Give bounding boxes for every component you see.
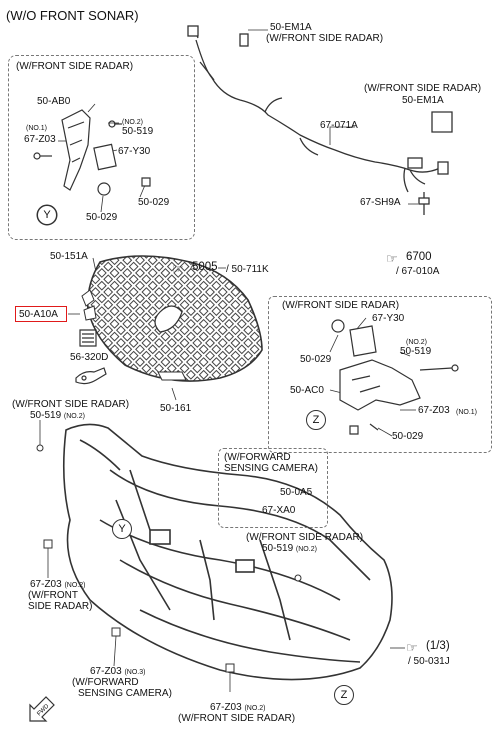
ref-67-010A[interactable]: / 67-010A <box>396 266 440 277</box>
label-67-Y30-right[interactable]: 67-Y30 <box>372 313 405 324</box>
radar-right-heading: (W/FRONT SIDE RADAR) <box>282 300 400 311</box>
note-radar-bottom: (W/FRONT SIDE RADAR) <box>178 713 296 724</box>
front-bumper <box>62 423 393 681</box>
label-50-029-right-a[interactable]: 50-029 <box>300 354 332 365</box>
callout-y-mid: Y <box>112 519 132 539</box>
label-50-029-left-b[interactable]: 50-029 <box>138 197 170 208</box>
camera-heading-1: (W/FORWARD <box>224 452 291 463</box>
label-67-Z03-right[interactable]: 67-Z03 <box>418 405 450 416</box>
ref-50-711K[interactable]: / 50-711K <box>226 264 269 275</box>
highlight-50-A10A <box>15 306 67 322</box>
label-50-151A[interactable]: 50-151A <box>50 251 88 262</box>
radar-left-heading: (W/FRONT SIDE RADAR) <box>16 61 134 72</box>
callout-y-top: Y <box>37 205 57 225</box>
note-no1-left: (NO.1) <box>26 125 47 132</box>
label-50-EM1A-top[interactable]: 50-EM1A <box>270 22 312 33</box>
label-50-0A5[interactable]: 50-0A5 <box>280 487 313 498</box>
label-50-161[interactable]: 50-161 <box>160 403 192 414</box>
front-grille <box>81 255 263 382</box>
label-50-519-bottom-left[interactable]: 50-519 (NO.2) <box>30 410 85 421</box>
radar-bracket-left <box>33 109 151 196</box>
radar-right-group <box>268 296 492 453</box>
label-50-519-left[interactable]: 50-519 <box>122 126 154 137</box>
pointing-hand-icon: ☞ <box>406 640 418 655</box>
label-67-Z03-bottom[interactable]: 67-Z03 (NO.2) <box>210 702 266 713</box>
label-67-Z03-left[interactable]: 67-Z03 <box>24 134 56 145</box>
label-50-EM1A-right[interactable]: 50-EM1A <box>402 95 444 106</box>
pointing-hand-icon: ☞ <box>172 261 184 276</box>
pointing-hand-icon: ☞ <box>386 251 398 266</box>
diagram-title: (W/O FRONT SONAR) <box>6 8 139 23</box>
label-50-519-right[interactable]: 50-519 <box>400 346 432 357</box>
note-no1-right: (NO.1) <box>456 409 477 416</box>
ref-50-031J[interactable]: / 50-031J <box>408 656 450 667</box>
note-radar-519-left: (W/FRONT SIDE RADAR) <box>12 399 130 410</box>
radar-left-group <box>8 55 195 240</box>
label-50-AB0[interactable]: 50-AB0 <box>37 96 71 107</box>
label-67-Z03-camera[interactable]: 67-Z03 (NO.3) <box>90 666 146 677</box>
note-z03-bl-2: SIDE RADAR) <box>28 601 93 612</box>
label-67-071A[interactable]: 67-071A <box>320 120 358 131</box>
ref-5005[interactable]: 5005 <box>192 261 218 273</box>
note-z03-bl-1: (W/FRONT <box>28 590 78 601</box>
wiring-harness <box>187 25 453 215</box>
note-no2-left: (NO.2) <box>122 119 143 126</box>
note-camera-1: (W/FORWARD <box>72 677 139 688</box>
note-camera-2: SENSING CAMERA) <box>78 688 172 699</box>
label-56-320D[interactable]: 56-320D <box>70 352 109 363</box>
label-67-SH9A[interactable]: 67-SH9A <box>360 197 401 208</box>
camera-group <box>218 448 328 528</box>
label-50-519-bottom-right[interactable]: 50-519 (NO.2) <box>262 543 317 554</box>
bumper-fasteners <box>36 444 302 673</box>
camera-heading-2: SENSING CAMERA) <box>224 463 318 474</box>
note-radar-519-right: (W/FRONT SIDE RADAR) <box>246 532 364 543</box>
note-em1a-top: (W/FRONT SIDE RADAR) <box>266 33 384 44</box>
label-50-029-right-b[interactable]: 50-029 <box>392 431 424 442</box>
fwd-arrow-icon: FWD <box>29 696 55 722</box>
label-67-Z03-bottom-left[interactable]: 67-Z03 (NO.2) <box>30 579 86 590</box>
label-50-AC0[interactable]: 50-AC0 <box>290 385 324 396</box>
part-56-320D <box>75 329 107 385</box>
ref-6700[interactable]: 6700 <box>406 251 432 263</box>
ref-1-3[interactable]: (1/3) <box>426 640 450 652</box>
label-50-029-left-a[interactable]: 50-029 <box>86 212 118 223</box>
label-67-Y30-left[interactable]: 67-Y30 <box>118 146 151 157</box>
callout-z-mid: Z <box>306 410 326 430</box>
note-em1a-right: (W/FRONT SIDE RADAR) <box>364 83 482 94</box>
radar-bracket-right <box>331 319 459 435</box>
note-no2-right: (NO.2) <box>406 339 427 346</box>
callout-z-bottom: Z <box>334 685 354 705</box>
label-67-XA0[interactable]: 67-XA0 <box>262 505 296 516</box>
label-50-A10A[interactable]: 50-A10A <box>19 309 58 320</box>
